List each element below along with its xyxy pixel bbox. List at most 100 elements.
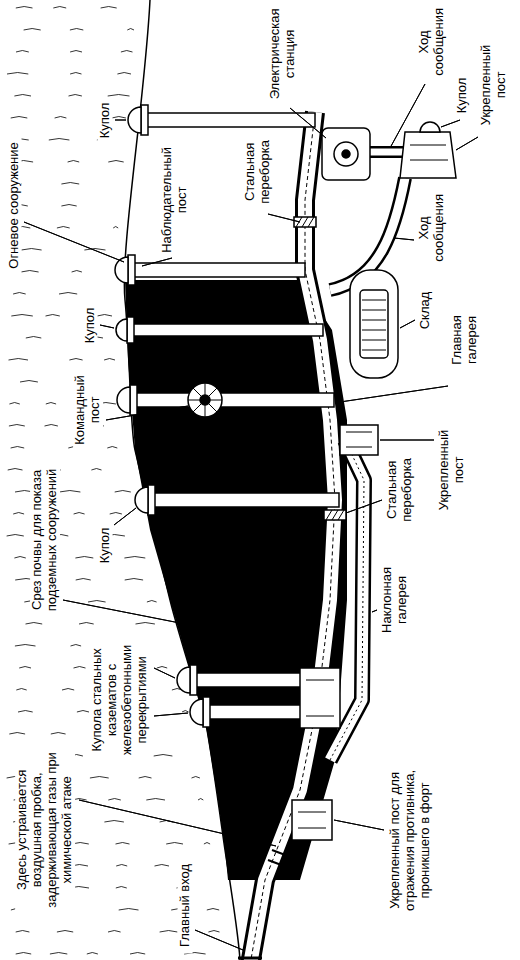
terrain-stroke [49,139,70,141]
terrain-stroke [16,51,29,53]
terrain-stroke [7,535,24,537]
terrain-stroke [59,293,77,295]
terrain-stroke [7,73,28,75]
terrain-stroke [136,623,155,625]
terrain-stroke [147,601,157,603]
terrain-stroke [8,469,23,471]
terrain-stroke [9,425,25,427]
callout-label: Купол [83,302,98,348]
terrain-stroke [21,249,41,251]
callout-label: Главный вход [178,857,193,953]
terrain-stroke [71,645,82,647]
terrain-stroke [51,733,66,735]
terrain-stroke [55,117,67,119]
terrain-stroke [9,359,29,361]
terrain-stroke [50,953,67,955]
terrain-stroke [97,315,112,317]
electric-station [322,128,370,180]
terrain-stroke [14,557,25,559]
terrain-stroke [119,909,139,911]
terrain-stroke [130,953,145,955]
callout-label: Стальная переборка [243,132,273,212]
callout-label: Командный пост [73,370,103,450]
terrain-stroke [9,733,25,735]
terrain-stroke [11,117,28,119]
terrain-stroke [57,931,73,933]
callout-label: Купол [98,97,113,143]
terrain-stroke [90,777,109,779]
steel-partition [294,217,346,520]
terrain-stroke [84,249,105,251]
callout-label: Наблюдательный пост [160,145,190,255]
main-entrance [238,850,288,958]
terrain-stroke [21,271,39,273]
warehouse-rack [362,300,386,301]
callout-label: Склад [418,287,433,333]
terrain-stroke [115,491,131,493]
terrain-stroke [46,315,60,317]
terrain-stroke [20,381,38,383]
terrain-stroke [45,425,58,427]
terrain-stroke [79,623,94,625]
terrain-stroke [70,51,82,53]
callout-label: Укрепленный пост для отражения противник… [388,765,433,915]
warehouse-rack [362,340,386,341]
callout-label: Купол [98,522,113,568]
terrain-stroke [198,799,203,801]
callout-label: Купол [455,72,470,118]
terrain-stroke [108,95,130,97]
terrain-stroke [13,513,24,515]
terrain-stroke [76,579,91,581]
callout-label: Здесь устраивается воздушная пробка, зад… [15,740,75,920]
terrain-stroke [61,183,79,185]
warehouse-rack [362,310,386,311]
terrain-stroke [74,513,85,515]
warehouse-rack [362,330,386,331]
terrain-stroke [91,469,101,471]
terrain-stroke [88,601,106,603]
terrain-stroke [101,7,117,9]
callout-label: Наклонная галерея [380,560,410,640]
terrain-stroke [16,7,33,9]
terrain-stroke [87,953,98,955]
terrain-stroke [116,843,130,845]
terrain-stroke [117,73,131,75]
terrain-stroke [69,359,82,361]
warehouse [350,270,398,378]
terrain-stroke [108,799,121,801]
terrain-stroke [160,931,178,933]
terrain-stroke [108,161,123,163]
callout-label: Купола стальных казематов с железобетонн… [90,630,150,770]
callout-label: Электрическая станция [268,4,298,104]
fortified-post [292,425,378,840]
terrain-stroke [182,711,189,713]
terrain-stroke [24,29,41,31]
terrain-stroke [192,777,200,779]
terrain-stroke [68,161,80,163]
terrain-stroke [46,403,56,405]
terrain-stroke [16,931,30,933]
main-gallery [250,112,335,960]
terrain-stroke [72,271,82,273]
terrain-stroke [116,865,127,867]
callout-label: Ход сообщения [417,4,447,80]
terrain-stroke [59,491,80,493]
terrain-stroke [11,315,33,317]
terrain-stroke [107,447,117,449]
terrain-stroke [104,821,124,823]
terrain-stroke [18,711,33,713]
terrain-stroke [69,95,82,97]
terrain-stroke [112,117,126,119]
terrain-stroke [57,227,70,229]
terrain-stroke [75,557,93,559]
terrain-stroke [108,931,121,933]
leader-halo [24,84,478,950]
terrain-stroke [61,205,76,207]
warehouse-rack [362,350,386,351]
callout-label: Срез почвы для показа подземных сооружен… [30,460,60,620]
terrain-stroke [146,799,165,801]
terrain-stroke [113,227,118,229]
terrain-stroke [77,711,89,713]
terrain-stroke [74,667,86,669]
callout-label: Огневое сооружение [7,135,22,275]
